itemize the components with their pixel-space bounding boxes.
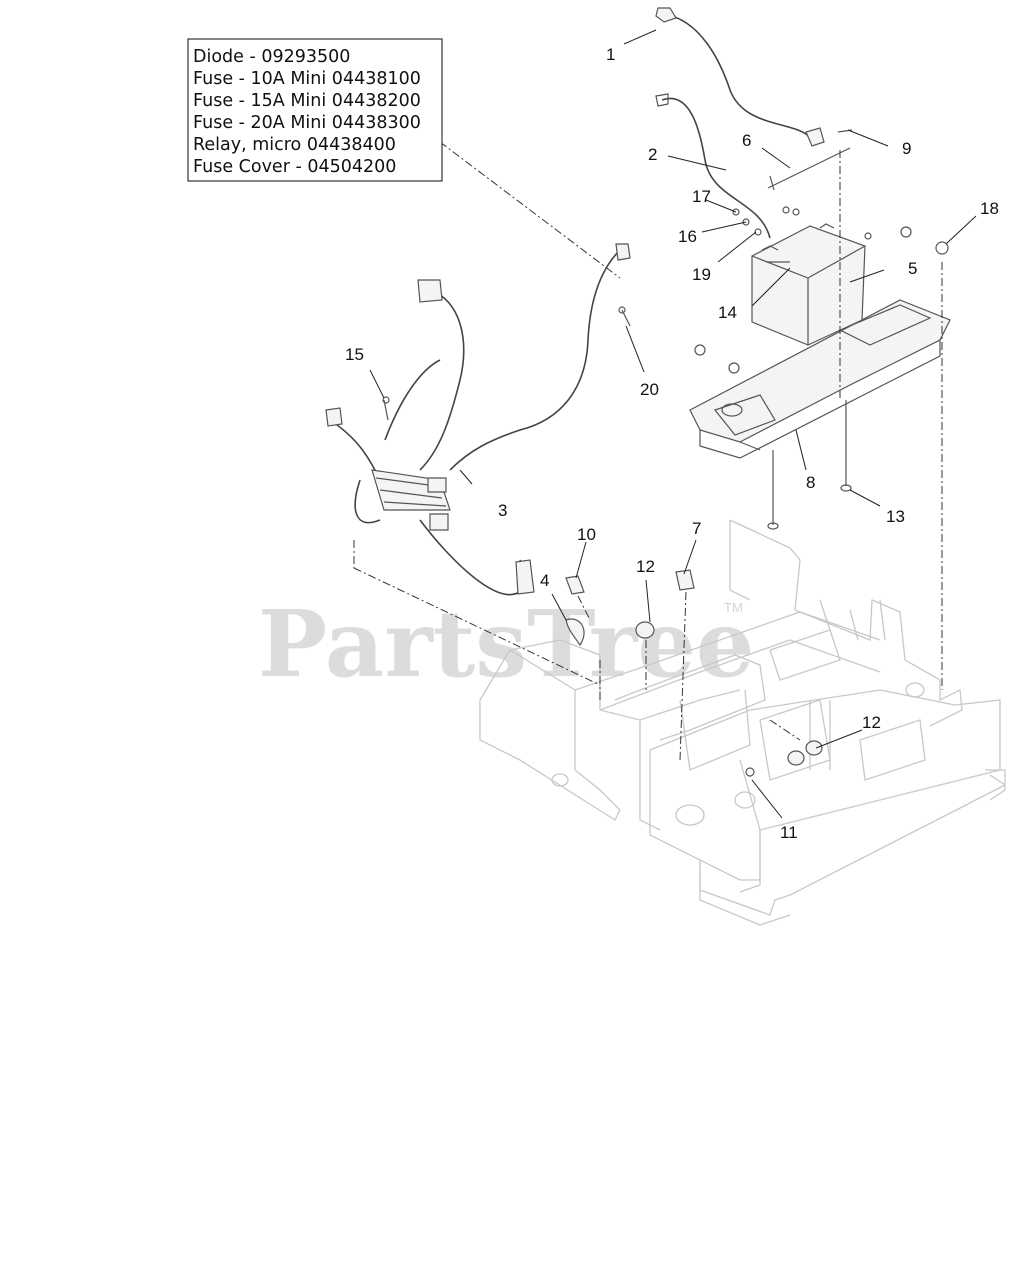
battery [751,223,866,346]
hold-down-hardware [694,129,949,530]
callout-17: 17 [692,187,711,206]
callout-10: 10 [577,525,596,544]
watermark-text: PartsTree [258,590,754,698]
legend-line: Fuse - 15A Mini 04438200 [193,91,421,111]
callout-7: 7 [692,519,701,538]
watermark: PartsTree TM [258,590,754,698]
callout-18: 18 [980,199,999,218]
callout-2: 2 [648,145,657,164]
callout-11: 11 [780,823,798,842]
battery-cables [655,7,825,239]
callout-20: 20 [640,380,659,399]
callout-15: 15 [345,345,364,364]
legend-line: Relay, micro 04438400 [193,135,396,155]
callout-14: 14 [718,303,737,322]
callout-1: 1 [606,45,615,64]
wire-harness [325,243,631,596]
battery-tray [689,299,951,459]
callout-12-upper: 12 [636,557,655,576]
parts-legend: Diode - 09293500 Fuse - 10A Mini 0443810… [187,38,443,182]
callout-16: 16 [678,227,697,246]
callout-9: 9 [902,139,911,158]
watermark-tm: TM [724,600,743,615]
callout-3: 3 [498,501,507,520]
legend-line: Fuse Cover - 04504200 [193,157,396,177]
alignment-lines [353,141,943,761]
callout-5: 5 [908,259,917,278]
legend-line: Fuse - 20A Mini 04438300 [193,113,421,133]
leader-lines [369,29,977,819]
callout-12-lower: 12 [862,713,881,732]
legend-line: Diode - 09293500 [193,47,350,67]
legend-line: Fuse - 10A Mini 04438100 [193,69,421,89]
callout-19: 19 [692,265,711,284]
callout-4: 4 [540,571,549,590]
small-parts [382,218,823,777]
callout-6: 6 [742,131,751,150]
callout-8: 8 [806,473,815,492]
callout-13: 13 [886,507,905,526]
callout-labels: 1 2 3 4 5 6 7 8 9 10 11 12 12 13 14 15 1… [345,45,999,842]
legend-box [187,38,443,182]
frame-chassis [479,519,1007,926]
